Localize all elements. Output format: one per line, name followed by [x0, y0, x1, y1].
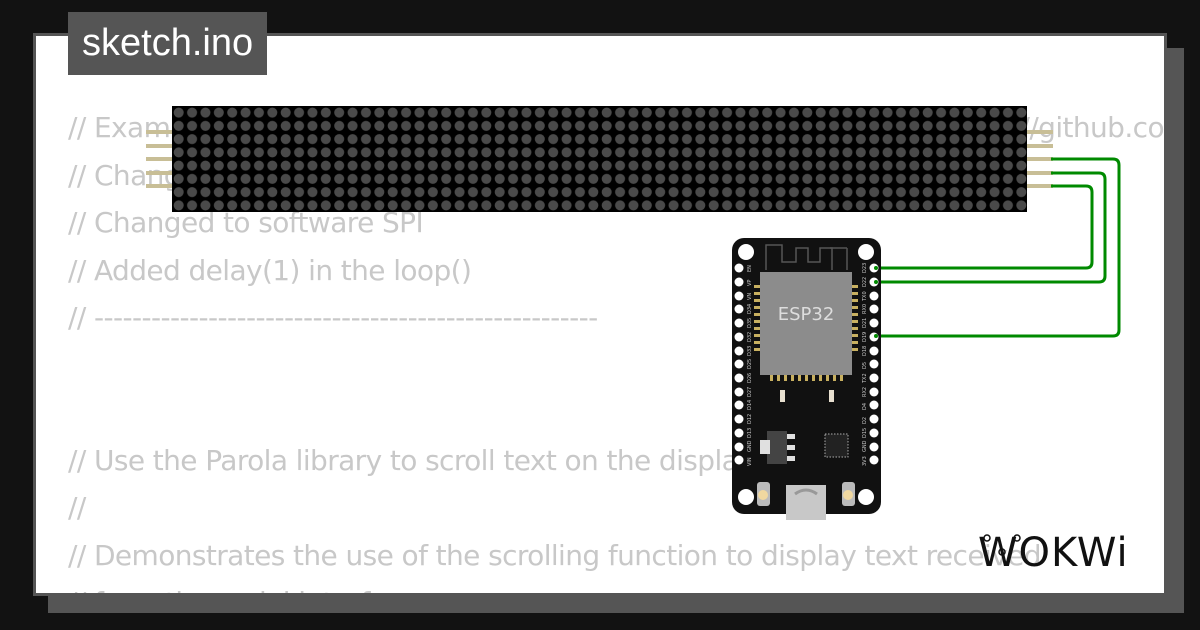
esp32-right-pin-labels: D23 D22 TX0 RX0 D21 D19 D18 D5 TX2 RX2 D… — [862, 263, 868, 466]
svg-text:3V3: 3V3 — [862, 456, 868, 466]
code-line: // Demonstrates the use of the scrolling… — [68, 538, 1042, 572]
esp32-left-pins — [734, 263, 744, 465]
svg-text:D5: D5 — [862, 362, 868, 369]
svg-text:TX0: TX0 — [862, 291, 868, 302]
svg-text:TX2: TX2 — [862, 373, 868, 384]
svg-text:D26: D26 — [747, 373, 753, 383]
file-tab[interactable]: sketch.ino — [68, 12, 268, 75]
svg-text:GND: GND — [747, 440, 753, 452]
svg-text:D25: D25 — [747, 359, 753, 369]
wire-d19 — [875, 157, 1121, 338]
code-line: // — [68, 491, 86, 524]
svg-text:EN: EN — [747, 265, 753, 272]
svg-text:D34: D34 — [747, 304, 753, 314]
svg-text:D12: D12 — [747, 414, 753, 424]
svg-text:VP: VP — [747, 280, 753, 286]
svg-text:D4: D4 — [862, 403, 868, 410]
wire-d22 — [875, 171, 1107, 284]
svg-text:RX0: RX0 — [862, 304, 868, 314]
svg-text:D27: D27 — [747, 387, 753, 397]
svg-text:WOKWi: WOKWi — [978, 530, 1129, 576]
svg-text:GND: GND — [862, 440, 868, 452]
code-line: // Added delay(1) in the loop() — [68, 253, 472, 287]
svg-text:D19: D19 — [862, 332, 868, 342]
code-line: // -------------------------------------… — [68, 301, 598, 334]
svg-text:D21: D21 — [862, 318, 868, 328]
wire-d23 — [875, 184, 1094, 270]
svg-text:D35: D35 — [747, 318, 753, 328]
wires — [875, 157, 1121, 338]
svg-text:D23: D23 — [862, 263, 868, 273]
svg-text:VN: VN — [747, 293, 753, 300]
svg-text:D14: D14 — [747, 400, 753, 410]
svg-text:VIN: VIN — [747, 457, 753, 466]
matrix-right-pins — [1027, 130, 1053, 188]
chip-label: ESP32 — [778, 304, 835, 325]
svg-text:D32: D32 — [747, 332, 753, 342]
wokwi-logo: WOKWi — [978, 530, 1129, 576]
svg-text:D15: D15 — [862, 428, 868, 438]
svg-text:D2: D2 — [862, 417, 868, 424]
svg-text:D13: D13 — [747, 428, 753, 438]
esp32-board[interactable]: ESP32 — [732, 238, 881, 520]
svg-text:D33: D33 — [747, 346, 753, 356]
svg-text:D18: D18 — [862, 346, 868, 356]
led-matrix[interactable] — [172, 106, 1027, 212]
esp32-chip — [760, 272, 852, 375]
code-line: // from the serial interface — [68, 581, 1164, 593]
esp32-left-pin-labels: EN VP VN D34 D35 D32 D33 D25 D26 D27 D14… — [747, 265, 753, 466]
esp32-right-pins — [869, 263, 879, 465]
matrix-left-pins — [146, 130, 172, 188]
svg-text:D22: D22 — [862, 277, 868, 287]
svg-text:RX2: RX2 — [862, 387, 868, 397]
